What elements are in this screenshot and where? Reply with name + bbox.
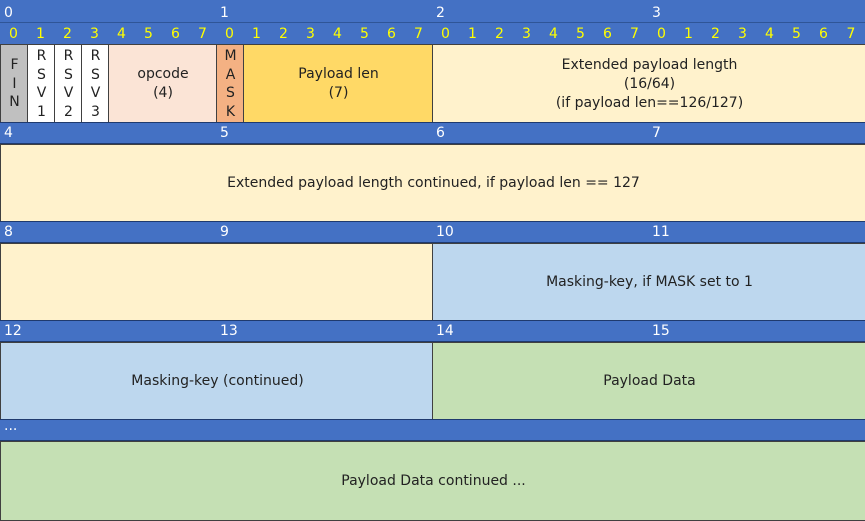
payload-len-field: Payload len (7) [243, 44, 434, 124]
opcode-field: opcode (4) [108, 44, 218, 124]
fin-letter: F [10, 57, 19, 74]
masking-key-field: Masking-key, if MASK set to 1 [432, 243, 865, 322]
rsv2-letter: R [63, 48, 74, 64]
bit-number-cell: 0 [0, 22, 28, 45]
extended-payload-length-field: Extended payload length (16/64) (if payl… [432, 44, 865, 124]
byte-label-7: 7 [652, 125, 661, 141]
byte-label-2: 2 [436, 5, 445, 21]
rsv3-letter: 3 [91, 103, 100, 120]
bit-number-cell: 7 [189, 22, 217, 45]
bit-number-cell: 4 [756, 22, 784, 45]
bit-number-cell: 5 [567, 22, 595, 45]
fin-field: F I N [0, 44, 29, 124]
byte-header-row-3: 12 13 14 15 [0, 320, 865, 342]
rsv2-letter: S [64, 66, 73, 83]
bit-number-cell: 5 [351, 22, 379, 45]
byte-label-14: 14 [436, 323, 454, 339]
byte-label-11: 11 [652, 224, 670, 240]
bit-number-cell: 6 [594, 22, 622, 45]
bit-number-cell: 1 [459, 22, 487, 45]
byte-label-8: 8 [4, 224, 13, 240]
bit-number-cell: 4 [108, 22, 136, 45]
fin-letter: N [9, 94, 20, 111]
ellipsis-label: ... [4, 418, 18, 434]
mask-letter: M [224, 48, 237, 64]
byte-label-13: 13 [220, 323, 238, 339]
fin-letter: I [12, 75, 17, 92]
bit-number-cell: 3 [513, 22, 541, 45]
rsv3-letter: V [90, 85, 101, 101]
bit-number-cell: 2 [702, 22, 730, 45]
mask-letter: A [225, 66, 236, 83]
bit-number-cell: 1 [243, 22, 271, 45]
bit-number-cell: 6 [810, 22, 838, 45]
rsv2-letter: 2 [64, 103, 73, 120]
bit-number-cell: 7 [837, 22, 865, 45]
byte-label-3: 3 [652, 5, 661, 21]
bit-number-cell: 5 [783, 22, 811, 45]
rsv3-field: R S V 3 [81, 44, 110, 124]
bit-number-cell: 0 [216, 22, 244, 45]
rsv1-letter: 1 [37, 103, 46, 120]
bit-number-cell: 2 [54, 22, 82, 45]
byte-label-5: 5 [220, 125, 229, 141]
rsv1-field: R S V 1 [27, 44, 56, 124]
bit-number-cell: 6 [378, 22, 406, 45]
bit-number-cell: 7 [621, 22, 649, 45]
byte-label-1: 1 [220, 5, 229, 21]
rsv1-letter: S [37, 66, 46, 83]
byte-label-4: 4 [4, 125, 13, 141]
bit-number-cell: 2 [486, 22, 514, 45]
masking-key-continued-field: Masking-key (continued) [0, 342, 435, 421]
byte-label-15: 15 [652, 323, 670, 339]
byte-label-9: 9 [220, 224, 229, 240]
rsv1-letter: R [36, 48, 47, 64]
bit-number-cell: 4 [540, 22, 568, 45]
bit-number-cell: 6 [162, 22, 190, 45]
byte-header-row-4: ... [0, 418, 865, 441]
bit-number-cell: 2 [270, 22, 298, 45]
bit-number-cell: 0 [648, 22, 676, 45]
byte-header-row-2: 8 9 10 11 [0, 221, 865, 243]
bit-number-cell: 4 [324, 22, 352, 45]
byte-label-6: 6 [436, 125, 445, 141]
bit-number-cell: 3 [297, 22, 325, 45]
extended-payload-tail-field [0, 243, 435, 322]
byte-label-12: 12 [4, 323, 22, 339]
bit-number-cell: 7 [405, 22, 433, 45]
rsv1-letter: V [36, 85, 47, 101]
mask-letter: S [226, 85, 235, 101]
byte-label-10: 10 [436, 224, 454, 240]
bit-number-cell: 3 [81, 22, 109, 45]
rsv2-field: R S V 2 [54, 44, 83, 124]
rsv3-letter: S [91, 66, 100, 83]
bit-number-cell: 0 [432, 22, 460, 45]
payload-data-continued-field: Payload Data continued ... [0, 441, 865, 521]
byte-label-0: 0 [4, 5, 13, 21]
bit-number-cell: 3 [729, 22, 757, 45]
mask-field: M A S K [216, 44, 245, 124]
bit-number-cell: 5 [135, 22, 163, 45]
mask-letter: K [225, 103, 236, 120]
extended-payload-continued-field: Extended payload length continued, if pa… [0, 144, 865, 223]
rsv3-letter: R [90, 48, 101, 64]
bit-number-cell: 1 [675, 22, 703, 45]
payload-data-field: Payload Data [432, 342, 865, 421]
byte-header-row-1: 4 5 6 7 [0, 122, 865, 144]
rsv2-letter: V [63, 85, 74, 101]
bit-number-cell: 1 [27, 22, 55, 45]
